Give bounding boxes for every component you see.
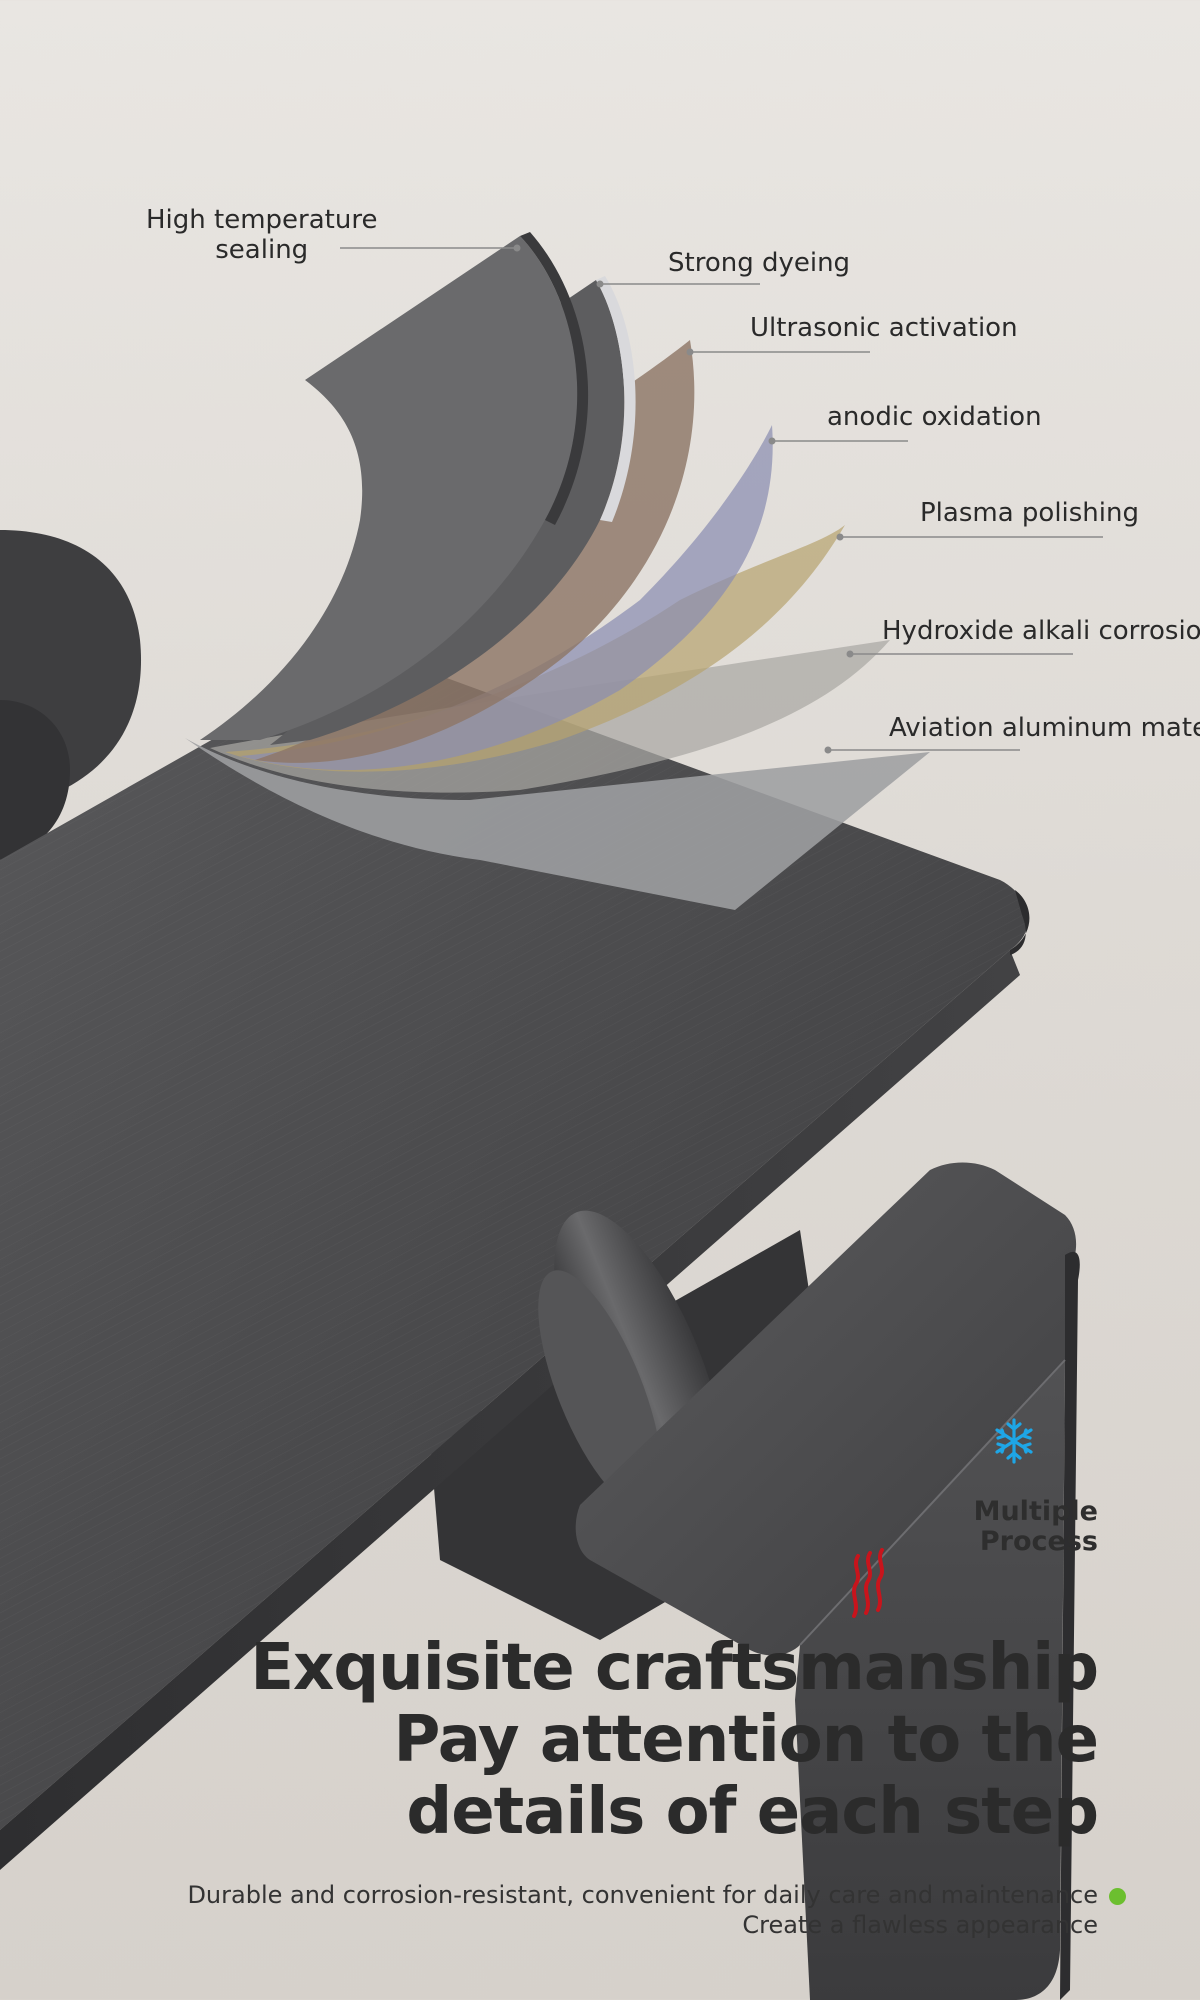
headline: Exquisite craftsmanship Pay attention to…: [250, 1631, 1099, 1849]
process-label-line1: Multiple: [973, 1496, 1098, 1527]
mixer-handle: [575, 1162, 1080, 2000]
subtext-line1: Durable and corrosion-resistant, conveni…: [187, 1881, 1098, 1909]
label-hydroxide-alkali-corrosion: Hydroxide alkali corrosion: [882, 616, 1200, 646]
layer-anodic-oxidation: [240, 425, 773, 771]
green-dot-icon: [1109, 1888, 1126, 1905]
subtext: Durable and corrosion-resistant, conveni…: [187, 1880, 1098, 1940]
headline-line3: details of each step: [406, 1775, 1099, 1849]
label-aviation-aluminum-material: Aviation aluminum material: [889, 713, 1200, 743]
headline-line2: Pay attention to the: [393, 1703, 1099, 1777]
layer-high-temperature-sealing: [200, 236, 578, 740]
subtext-line2: Create a flawless appearance: [742, 1911, 1098, 1939]
headline-line1: Exquisite craftsmanship: [250, 1631, 1099, 1705]
spout-slab: [0, 650, 1030, 1870]
label-plasma-polishing: Plasma polishing: [920, 498, 1139, 528]
left-knob: [0, 530, 142, 860]
layer-aviation-aluminum: [185, 738, 930, 910]
label-high-temperature-sealing: High temperature sealing: [146, 205, 378, 265]
label-ultrasonic-activation: Ultrasonic activation: [750, 313, 1018, 343]
label-anodic-oxidation: anodic oxidation: [827, 402, 1042, 432]
leader-dots: [513, 244, 854, 754]
heat-waves-icon: [852, 1548, 884, 1618]
snowflake-icon: [995, 1418, 1033, 1464]
label-strong-dyeing: Strong dyeing: [668, 248, 851, 278]
process-layers: [185, 232, 930, 910]
leader-lines: [340, 247, 1103, 751]
multiple-process-label: Multiple Process: [974, 1497, 1098, 1557]
process-label-line2: Process: [979, 1526, 1098, 1557]
